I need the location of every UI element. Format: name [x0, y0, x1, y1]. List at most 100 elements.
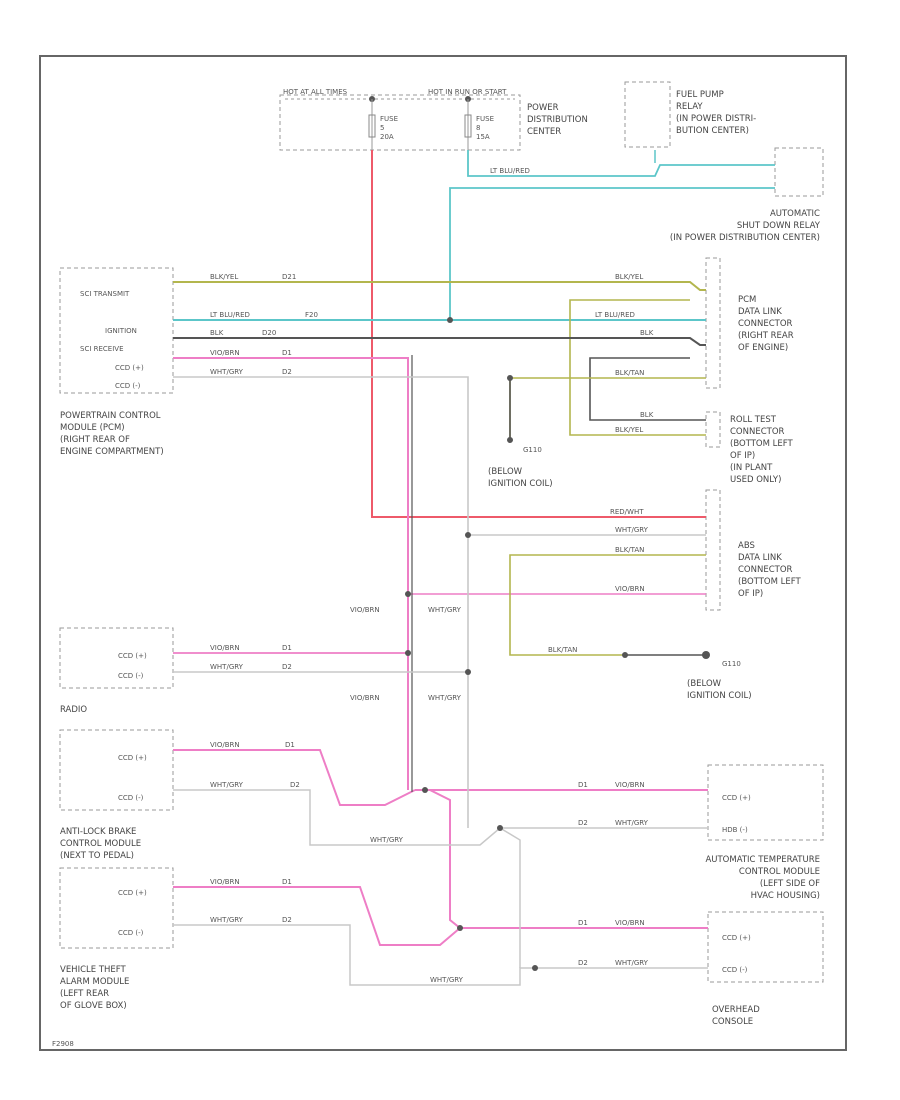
- wire-label-pink-overhead: VIO/BRN: [615, 919, 645, 927]
- abs-module-name-2: CONTROL MODULE: [60, 839, 141, 849]
- wire-label-pink-pcm: VIO/BRN: [210, 349, 240, 357]
- atc-name-4: HVAC HOUSING): [751, 891, 820, 901]
- abs-module-pin-ccd-plus: CCD (+): [118, 754, 147, 762]
- pcm-pin-ignition: IGNITION: [105, 327, 137, 335]
- fuse-right-label-3: 15A: [476, 133, 490, 141]
- abs-connector-label-2: DATA LINK: [738, 553, 782, 563]
- wire-ccd-plus-splice: [429, 789, 708, 929]
- radio-pin-ccd-minus: CCD (-): [118, 672, 144, 680]
- wire-label-red: RED/WHT: [610, 508, 644, 516]
- overhead-name-2: CONSOLE: [712, 1017, 753, 1027]
- wire-label-pink-trunk: VIO/BRN: [350, 606, 380, 614]
- wire-label-gray-atc: WHT/GRY: [615, 819, 649, 827]
- ground-g110-upper-loc-1: (BELOW: [488, 467, 523, 477]
- wire-label-gray-abs: WHT/GRY: [615, 526, 649, 534]
- fuel-pump-relay-box: [624, 81, 671, 148]
- abs-module-box: [59, 729, 174, 811]
- circuit-id-ccd-minus-radio: D2: [282, 663, 292, 671]
- wire-label-ground-abs: BLK/TAN: [615, 546, 644, 554]
- overhead-pin-ccd-minus: CCD (-): [722, 966, 748, 974]
- roll-test-label-5: (IN PLANT: [730, 463, 773, 473]
- diagram-frame: [39, 55, 847, 1051]
- fuel-pump-relay-label-2: RELAY: [676, 102, 703, 112]
- wire-ground-pcm: [509, 377, 706, 440]
- asd-relay-label-3: (IN POWER DISTRIBUTION CENTER): [670, 233, 820, 243]
- fuel-pump-relay-label-1: FUEL PUMP: [676, 90, 724, 100]
- wire-ccd-plus-pcm: [173, 357, 409, 790]
- fuel-pump-relay-label-4: BUTION CENTER): [676, 126, 749, 136]
- asd-relay-box: [774, 147, 824, 197]
- fuse-left-label-1: FUSE: [380, 115, 398, 123]
- circuit-id-ccd-minus-atc: D2: [578, 819, 588, 827]
- abs-connector-label-4: (BOTTOM LEFT: [738, 577, 801, 587]
- pcm-connector-label-3: CONNECTOR: [738, 319, 793, 329]
- fuse-right-label-1: FUSE: [476, 115, 494, 123]
- overhead-pin-ccd-plus: CCD (+): [722, 934, 751, 942]
- wire-label-pink-atc: VIO/BRN: [615, 781, 645, 789]
- wire-lt-blu-red-drop: [449, 187, 680, 320]
- abs-data-link-connector: [705, 489, 721, 611]
- pdc-label-1: POWER: [527, 103, 559, 113]
- pcm-name-4: ENGINE COMPARTMENT): [60, 447, 164, 457]
- circuit-id-ccd-minus-vta: D2: [282, 916, 292, 924]
- asd-relay-label-2: SHUT DOWN RELAY: [737, 221, 821, 231]
- roll-test-label-3: (BOTTOM LEFT: [730, 439, 793, 449]
- wire-label-black-roll: BLK: [640, 411, 654, 419]
- wire-label-olive-roll: BLK/YEL: [615, 426, 643, 434]
- ground-g110-upper-id: G110: [523, 446, 542, 454]
- circuit-id-ignition: F20: [305, 311, 318, 319]
- radio-box: [59, 627, 174, 689]
- pcm-pin-ccd-plus: CCD (+): [115, 364, 144, 372]
- ground-g110-lower-loc-2: IGNITION COIL): [687, 691, 752, 701]
- wire-label-teal-conn: LT BLU/RED: [595, 311, 635, 319]
- wire-label-gray-vta: WHT/GRY: [210, 916, 244, 924]
- wire-label-pink-abs-module: VIO/BRN: [210, 741, 240, 749]
- wire-label-gray-pcm: WHT/GRY: [210, 368, 244, 376]
- roll-test-label-4: OF IP): [730, 451, 755, 461]
- wire-sci-receive-branch: [589, 357, 706, 421]
- wire-label-pink-trunk2: VIO/BRN: [350, 694, 380, 702]
- fuse-right-label-2: 8: [476, 124, 480, 132]
- wire-label-pink-vta: VIO/BRN: [210, 878, 240, 886]
- overhead-console-box: [707, 911, 824, 983]
- wire-label-ground-abs-bottom: BLK/TAN: [548, 646, 577, 654]
- wire-label-ground-pcm: BLK/TAN: [615, 369, 644, 377]
- footer-code: F2908: [52, 1040, 74, 1048]
- pdc-label-2: DISTRIBUTION: [527, 115, 588, 125]
- vta-module-box: [59, 867, 174, 949]
- power-distribution-center-box: [279, 94, 521, 151]
- abs-connector-label-3: CONNECTOR: [738, 565, 793, 575]
- abs-connector-label-5: OF IP): [738, 589, 763, 599]
- atc-pin-ccd-minus: HDB (-): [722, 826, 748, 834]
- roll-test-connector: [705, 411, 721, 448]
- pcm-data-link-connector: [705, 257, 721, 389]
- circuit-id-sci-tx: D21: [282, 273, 296, 281]
- circuit-id-ccd-plus-abs: D1: [285, 741, 295, 749]
- circuit-id-ccd-minus-overhead: D2: [578, 959, 588, 967]
- fuel-pump-relay-label-3: (IN POWER DISTRI-: [676, 114, 756, 124]
- fuse-left-label-3: 20A: [380, 133, 394, 141]
- radio-pin-ccd-plus: CCD (+): [118, 652, 147, 660]
- abs-module-name-1: ANTI-LOCK BRAKE: [60, 827, 136, 837]
- circuit-id-ccd-minus-pcm: D2: [282, 368, 292, 376]
- asd-relay-label-1: AUTOMATIC: [770, 209, 820, 219]
- vta-name-2: ALARM MODULE: [60, 977, 129, 987]
- roll-test-label-1: ROLL TEST: [730, 415, 777, 425]
- circuit-id-sci-rx: D20: [262, 329, 276, 337]
- wire-label-gray-bottom: WHT/GRY: [430, 976, 464, 984]
- abs-connector-label-1: ABS: [738, 541, 755, 551]
- vta-name-3: (LEFT REAR: [60, 989, 109, 999]
- pcm-connector-label-1: PCM: [738, 295, 756, 305]
- wire-label-gray-splice: WHT/GRY: [370, 836, 404, 844]
- wire-label-olive-conn: BLK/YEL: [615, 273, 643, 281]
- circuit-id-ccd-plus-pcm: D1: [282, 349, 292, 357]
- wire-label-gray-overhead: WHT/GRY: [615, 959, 649, 967]
- atc-name-2: CONTROL MODULE: [739, 867, 820, 877]
- hot-all-times-label: HOT AT ALL TIMES: [283, 88, 348, 96]
- abs-module-name-3: (NEXT TO PEDAL): [60, 851, 134, 861]
- atc-pin-ccd-plus: CCD (+): [722, 794, 751, 802]
- ground-g110-lower-id: G110: [722, 660, 741, 668]
- circuit-id-ccd-plus-vta: D1: [282, 878, 292, 886]
- wire-label-olive-pcm: BLK/YEL: [210, 273, 238, 281]
